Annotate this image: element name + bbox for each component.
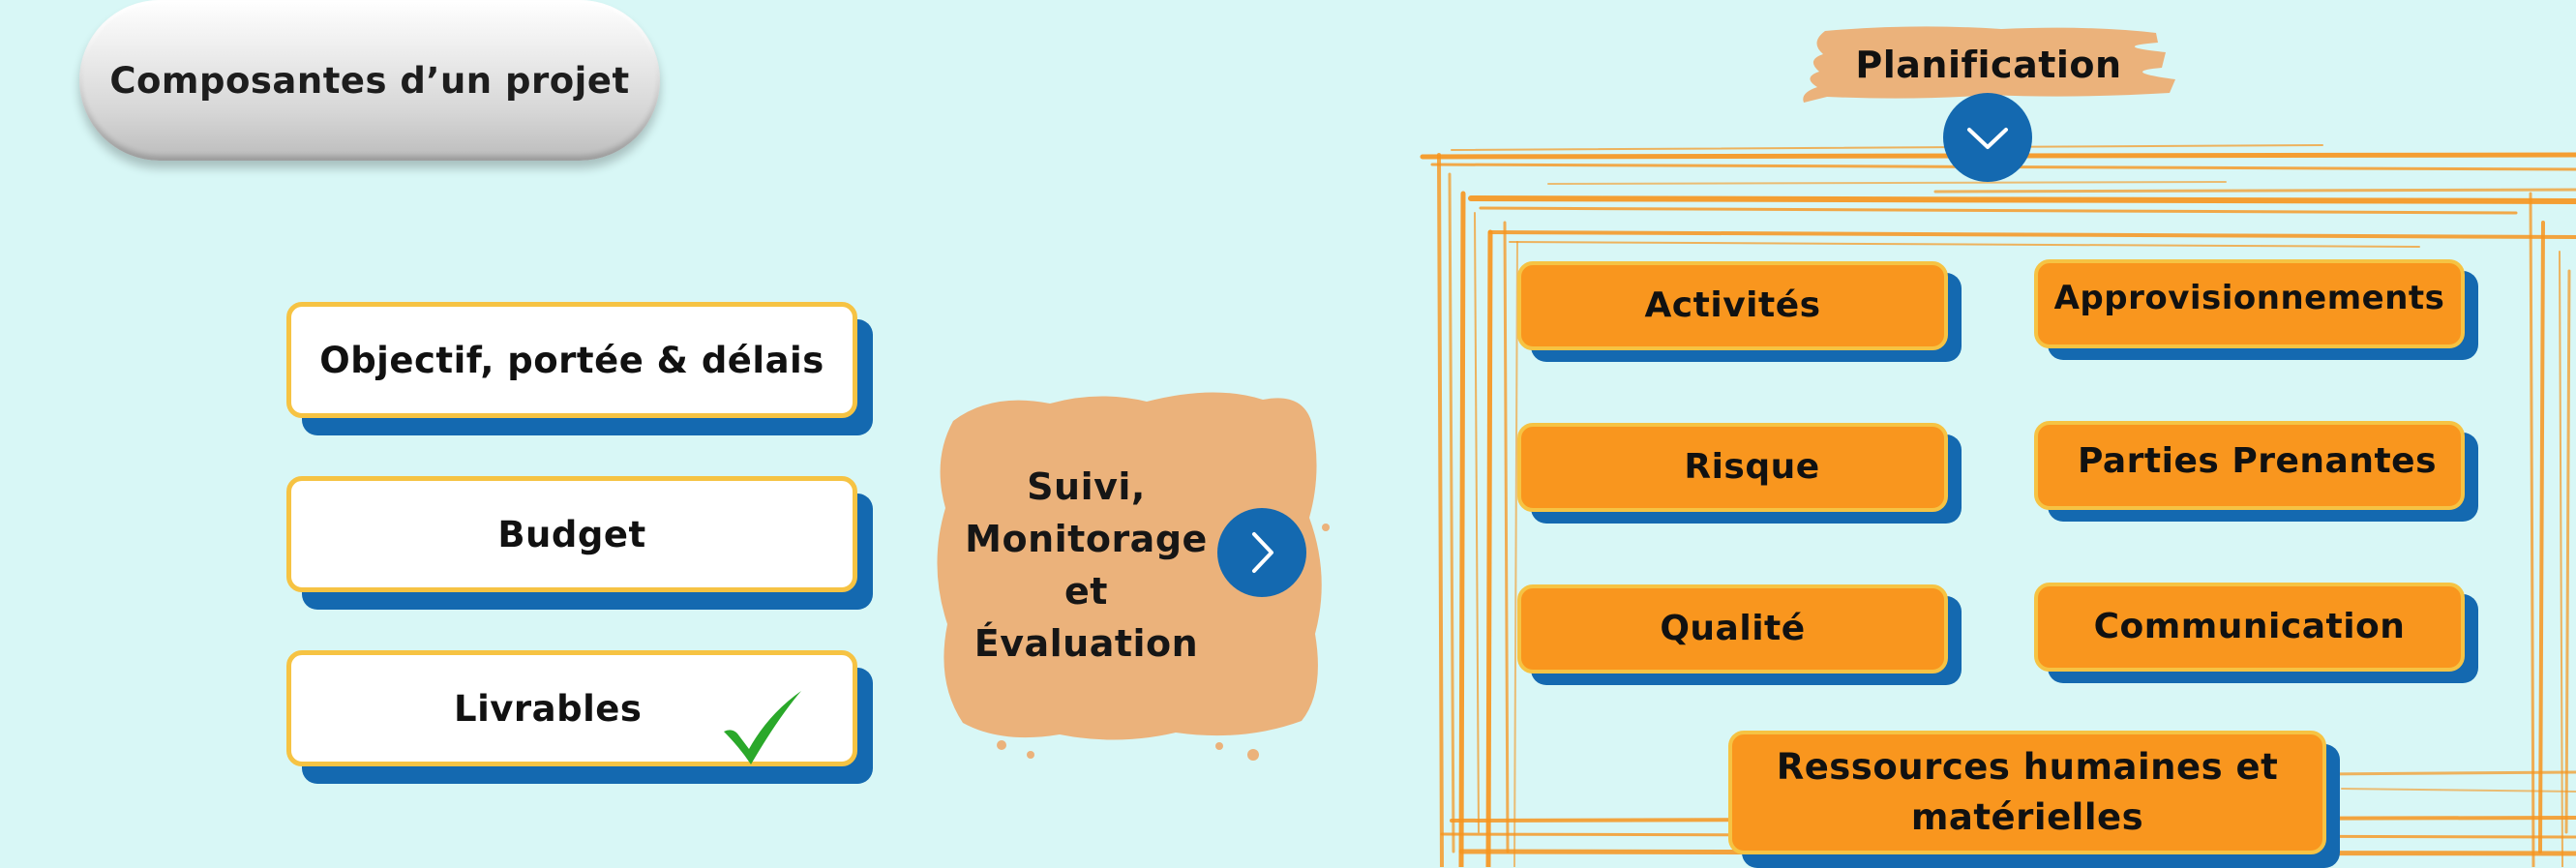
center-label-line: Suivi, [1027, 465, 1146, 508]
item-qualite: Qualité [1517, 584, 1962, 685]
center-label-line: Monitorage [965, 518, 1208, 560]
chevron-down-icon [1967, 128, 2008, 149]
card-label-line: matérielles [1910, 796, 2144, 838]
item-communication: Communication [2034, 583, 2478, 683]
item-parties-prenantes: Parties Prenantes [2034, 421, 2478, 522]
card-label: Risque [1517, 423, 1948, 512]
page-title: Composantes d’un projet [79, 0, 660, 161]
center-label-line: Évaluation [973, 622, 1199, 665]
center-blob [937, 392, 1330, 761]
item-ressources: Ressources humaines et matérielles [1728, 731, 2340, 868]
card-face: Ressources humaines et matérielles [1728, 731, 2326, 854]
card-label: Parties Prenantes [2034, 421, 2465, 510]
center-label: Suivi, Monitorage et Évaluation [953, 461, 1219, 670]
checkmark-icon [724, 691, 801, 764]
chevron-right-icon [1252, 532, 1273, 573]
card-objectif: Objectif, portée & délais [286, 302, 873, 435]
item-risque: Risque [1517, 423, 1962, 524]
card-label: Livrables [286, 650, 857, 766]
card-label: Approvisionnements [2034, 259, 2465, 348]
item-activites: Activités [1517, 261, 1962, 362]
item-approvisionnements: Approvisionnements [2034, 259, 2478, 360]
title-brush [1803, 26, 2175, 103]
card-label: Communication [2034, 583, 2465, 672]
next-arrow-button[interactable] [1217, 508, 1306, 597]
card-label-line: Ressources humaines et [1776, 746, 2279, 788]
planification-title: Planification [1855, 44, 2122, 86]
card-label-text: Livrables [454, 687, 643, 730]
expand-arrow-button[interactable] [1943, 93, 2032, 182]
center-label-line: et [1064, 570, 1108, 613]
card-livrables: Livrables [286, 650, 873, 784]
card-label: Activités [1517, 261, 1948, 350]
card-label: Qualité [1517, 584, 1948, 673]
card-label: Objectif, portée & délais [286, 302, 857, 418]
card-label: Budget [286, 476, 857, 592]
card-budget: Budget [286, 476, 873, 610]
